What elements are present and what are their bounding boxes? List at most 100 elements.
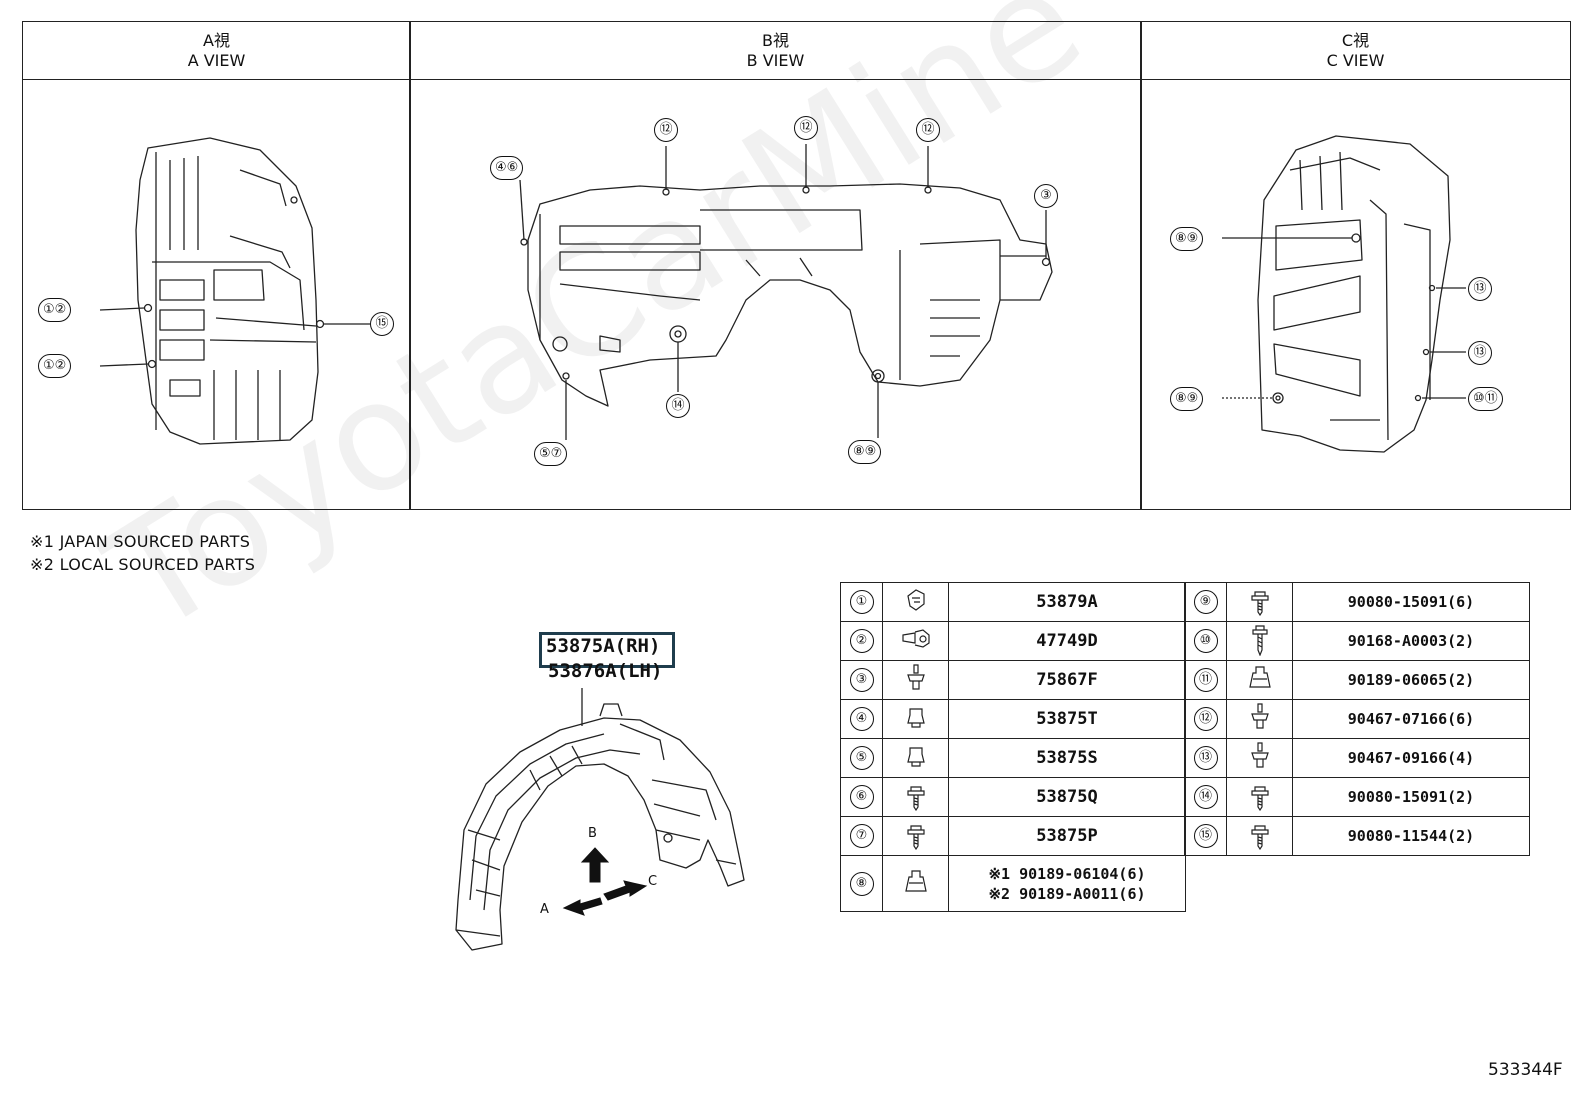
part-number[interactable]: 90467-09166(4) [1292,738,1530,778]
part-number[interactable]: 90168-A0003(2) [1292,621,1530,661]
part-number-badge: ③ [849,668,874,692]
part-number[interactable]: 47749D [948,621,1186,661]
b-view-title-jp: B視 [762,31,789,50]
b-view-header: B視 B VIEW [410,22,1141,80]
part-row[interactable]: ⑧ ※1 90189-06104(6)※2 90189-A0011(6) [840,855,1186,912]
callout-c-8-9-top: ⑧⑨ [1170,227,1205,251]
note-japan-sourced: ※1 JAPAN SOURCED PARTS [30,532,251,551]
part-number[interactable]: 53875P [948,816,1186,856]
part-number[interactable]: 90080-15091(6) [1292,582,1530,622]
callout-b-12-left: ⑫ [654,118,680,142]
callout-b-14: ⑭ [666,394,692,418]
callout-b-12-mid: ⑫ [794,116,820,140]
parts-table-left: ① 53879A ② 47749D ③ 75867F ④ 53875T ⑤ 53… [840,582,1186,912]
main-liner-drawing [455,703,745,951]
part-number[interactable]: 53875S [948,738,1186,778]
part-row[interactable]: ⑨ 90080-15091(6) [1184,582,1530,622]
part-row[interactable]: ④ 53875T [840,699,1186,739]
b-view-panel: B視 B VIEW [409,21,1142,510]
main-part-rh[interactable]: 53875A(RH) [546,635,661,657]
clip-icon [902,589,930,618]
nut-icon [903,869,929,901]
part-row[interactable]: ⑭ 90080-15091(2) [1184,777,1530,817]
push-rivet-icon [904,664,928,697]
part-row[interactable]: ⑩ 90168-A0003(2) [1184,621,1530,661]
part-number-badge: ⑪ [1193,668,1218,692]
parts-table-right: ⑨ 90080-15091(6) ⑩ 90168-A0003(2) ⑪ 9018… [1184,582,1530,856]
arrow-a [562,897,603,916]
part-number-badge: ⑦ [849,824,874,848]
part-row[interactable]: ⑦ 53875P [840,816,1186,856]
part-row[interactable]: ⑤ 53875S [840,738,1186,778]
part-row[interactable]: ⑬ 90467-09166(4) [1184,738,1530,778]
part-number[interactable]: 53875T [948,699,1186,739]
part-row[interactable]: ⑥ 53875Q [840,777,1186,817]
part-number[interactable]: 90189-06065(2) [1292,660,1530,700]
arrow-c [603,880,648,901]
tapping-screw-icon [1249,625,1271,660]
a-view-header: A視 A VIEW [23,22,410,80]
callout-a-1-2-top: ①② [38,298,73,322]
part-number-badge: ④ [849,707,874,731]
c-view-title-jp: C視 [1341,31,1370,50]
square-clip-icon [904,747,928,774]
part-number[interactable]: 90080-11544(2) [1292,816,1530,856]
a-view-title-en: A VIEW [187,51,246,70]
part-number-badge: ① [849,590,874,614]
part-row[interactable]: ⑮ 90080-11544(2) [1184,816,1530,856]
part-row[interactable]: ① 53879A [840,582,1186,622]
part-number[interactable]: 53875Q [948,777,1186,817]
c-view-title-en: C VIEW [1326,51,1385,70]
screw-icon [1249,591,1271,620]
square-clip-icon [904,708,928,735]
part-row[interactable]: ② 47749D [840,621,1186,661]
arrow-label-b: B [588,826,597,841]
part-number-badge: ② [849,629,874,653]
callout-a-1-2-bottom: ①② [38,354,73,378]
push-rivet-icon [1248,742,1272,775]
part-number-badge: ⑫ [1193,707,1218,731]
callout-c-13-bottom: ⑬ [1468,341,1494,365]
part-row[interactable]: ③ 75867F [840,660,1186,700]
callout-b-5-7: ⑤⑦ [534,442,569,466]
part-number[interactable]: 75867F [948,660,1186,700]
a-view-title-jp: A視 [203,31,230,50]
part-number-badge: ⑩ [1193,629,1218,653]
callout-b-12-right: ⑫ [916,118,942,142]
callout-c-8-9-bottom: ⑧⑨ [1170,387,1205,411]
c-view-header: C視 C VIEW [1141,22,1570,80]
callout-a-15: ⑮ [370,312,396,336]
part-number-badge: ⑤ [849,746,874,770]
screw-icon [1249,825,1271,854]
part-row[interactable]: ⑪ 90189-06065(2) [1184,660,1530,700]
part-number-badge: ⑧ [849,871,874,896]
nut-icon [1247,666,1273,697]
c-view-panel: C視 C VIEW [1140,21,1571,510]
part-number-badge: ⑬ [1193,746,1218,770]
note-local-sourced: ※2 LOCAL SOURCED PARTS [30,555,256,574]
part-number[interactable]: 90467-07166(6) [1292,699,1530,739]
arrow-label-a: A [540,902,549,917]
screw-icon [1249,786,1271,815]
part-number[interactable]: 53879A [948,582,1186,622]
part-number-badge: ⑭ [1193,785,1218,809]
c-view-liner-drawing [1257,135,1451,453]
part-number-badge: ⑮ [1193,824,1218,848]
part-row[interactable]: ⑫ 90467-07166(6) [1184,699,1530,739]
screw-icon [905,825,927,854]
a-view-liner-drawing [135,137,325,445]
callout-c-10-11: ⑩⑪ [1468,387,1505,411]
screw-icon [905,786,927,815]
part-number[interactable]: 90080-15091(2) [1292,777,1530,817]
main-part-lh[interactable]: 53876A(LH) [548,660,663,682]
part-number-badge: ⑨ [1193,590,1218,614]
callout-b-4-6: ④⑥ [490,156,525,180]
a-view-panel: A視 A VIEW [22,21,411,510]
arrow-b [580,847,610,883]
main-part-highlight [539,632,675,668]
part-number-variants[interactable]: ※1 90189-06104(6)※2 90189-A0011(6) [948,855,1186,912]
arrow-label-c: C [648,874,658,889]
part-number-badge: ⑥ [849,785,874,809]
push-rivet-icon [1248,703,1272,736]
